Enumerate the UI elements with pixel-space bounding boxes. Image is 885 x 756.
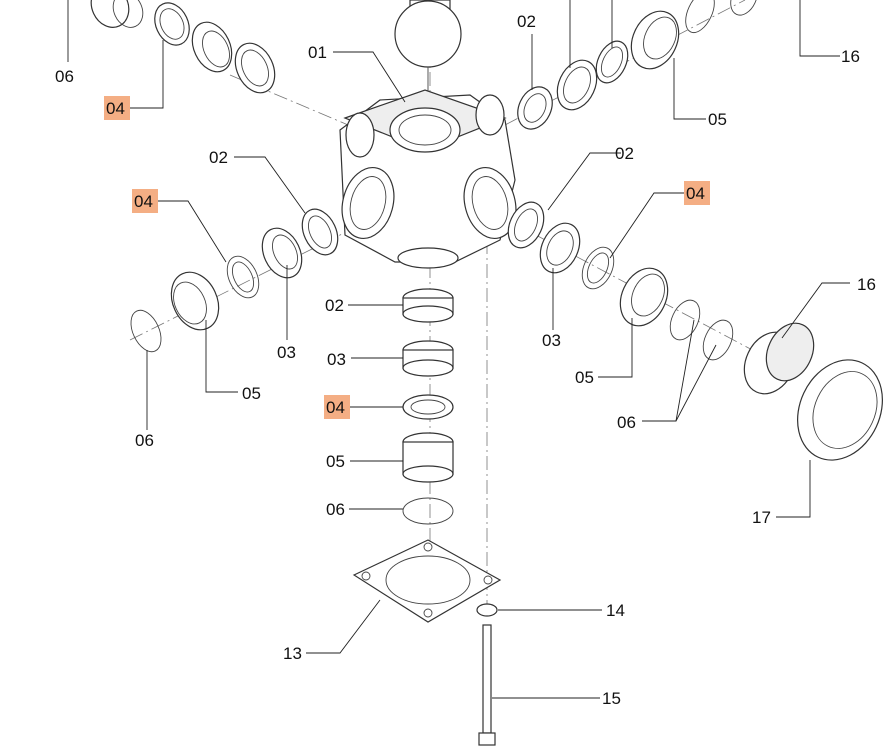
highlight-04-upper-left bbox=[104, 96, 130, 120]
highlight-04-left bbox=[132, 189, 158, 213]
callout-17: 17 bbox=[752, 508, 771, 527]
callout-06-center: 06 bbox=[326, 500, 345, 519]
callout-02-top: 02 bbox=[517, 12, 536, 31]
callout-04-right: 04 bbox=[686, 184, 705, 203]
highlight-04-center bbox=[324, 395, 350, 419]
callout-16-right: 16 bbox=[857, 275, 876, 294]
callout-05-center: 05 bbox=[326, 452, 345, 471]
callout-05-right: 05 bbox=[575, 368, 594, 387]
callout-01: 01 bbox=[308, 43, 327, 62]
callout-13: 13 bbox=[283, 644, 302, 663]
callout-04-left: 04 bbox=[134, 192, 153, 211]
callout-03-left: 03 bbox=[277, 343, 296, 362]
vertical-stack-parts bbox=[402, 288, 454, 525]
right-arm-parts bbox=[507, 201, 883, 461]
leader-lines bbox=[67, 0, 850, 699]
callout-05-left: 05 bbox=[242, 384, 261, 403]
callout-02-right: 02 bbox=[615, 144, 634, 163]
callout-15: 15 bbox=[602, 689, 621, 708]
left-arm-parts bbox=[130, 208, 339, 353]
highlight-04-right bbox=[684, 181, 710, 205]
upper-right-parts bbox=[517, 0, 758, 130]
handle-ball bbox=[394, 0, 462, 95]
callout-06-left: 06 bbox=[135, 431, 154, 450]
callout-03-right: 03 bbox=[542, 331, 561, 350]
callout-06-top-left: 06 bbox=[55, 67, 74, 86]
callout-06-right: 06 bbox=[617, 413, 636, 432]
callout-05-upper-right: 05 bbox=[708, 110, 727, 129]
callout-03-center: 03 bbox=[327, 350, 346, 369]
callout-04-upper-left: 04 bbox=[106, 99, 125, 118]
base-plate bbox=[352, 539, 502, 746]
center-lines bbox=[129, 0, 791, 610]
callout-labels: 06 04 01 02 16 05 02 02 04 04 16 02 03 0… bbox=[55, 12, 876, 708]
callout-14: 14 bbox=[606, 601, 625, 620]
upper-left-parts bbox=[90, 0, 276, 94]
callout-02-left: 02 bbox=[209, 148, 228, 167]
callout-04-center: 04 bbox=[326, 398, 345, 417]
callout-16-top: 16 bbox=[841, 47, 860, 66]
highlight-boxes bbox=[104, 96, 710, 419]
valve-body bbox=[339, 89, 517, 269]
callout-02-center: 02 bbox=[325, 296, 344, 315]
